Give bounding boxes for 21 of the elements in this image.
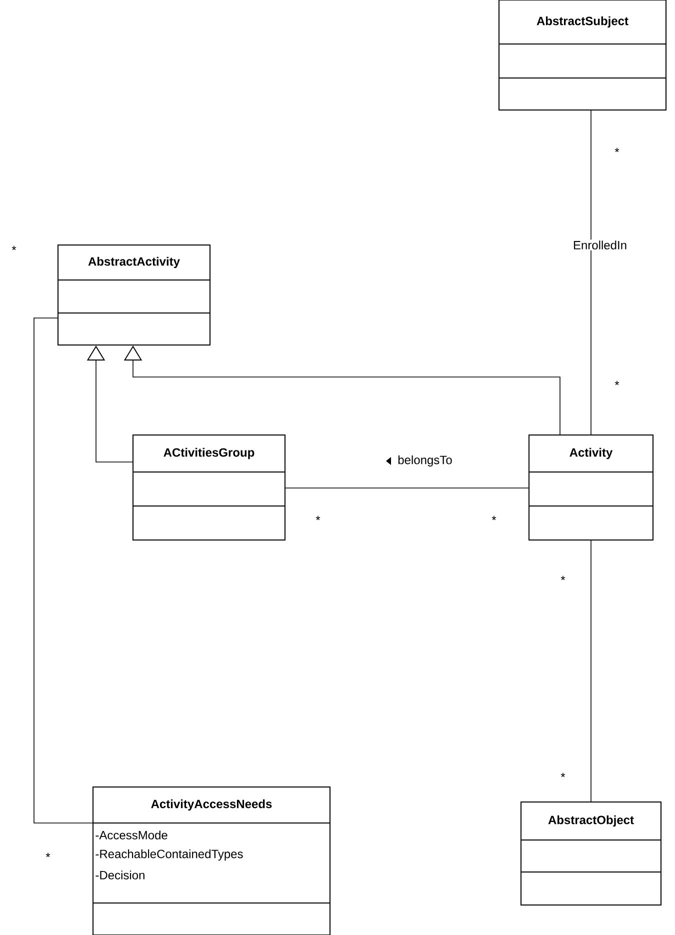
multiplicity: * <box>46 852 50 858</box>
connector <box>86 346 133 462</box>
class-box: AbstractObject <box>520 802 662 906</box>
class-box: ActivityAccessNeeds -AccessMode -ReachableContainedTypes -Decision <box>92 786 330 935</box>
multiplicity: * <box>492 516 496 520</box>
multiplicity: * <box>614 148 620 152</box>
multiplicity: * <box>12 246 16 250</box>
multiplicity: * <box>316 516 320 520</box>
connector <box>34 318 93 824</box>
class-box: AbstractSubject <box>498 0 666 110</box>
class-box: Activity <box>528 434 654 540</box>
connector <box>590 540 592 802</box>
connector <box>124 346 560 435</box>
connector <box>590 110 592 435</box>
edge-label: belongsTo <box>396 454 454 468</box>
class-box: AbstractActivity <box>58 244 210 346</box>
multiplicity: * <box>614 380 620 386</box>
multiplicity: * <box>560 576 566 580</box>
multiplicity: * <box>560 772 566 778</box>
edge-label: EnrolledIn <box>572 240 628 250</box>
class-box: ACtivitiesGroup <box>132 434 286 540</box>
